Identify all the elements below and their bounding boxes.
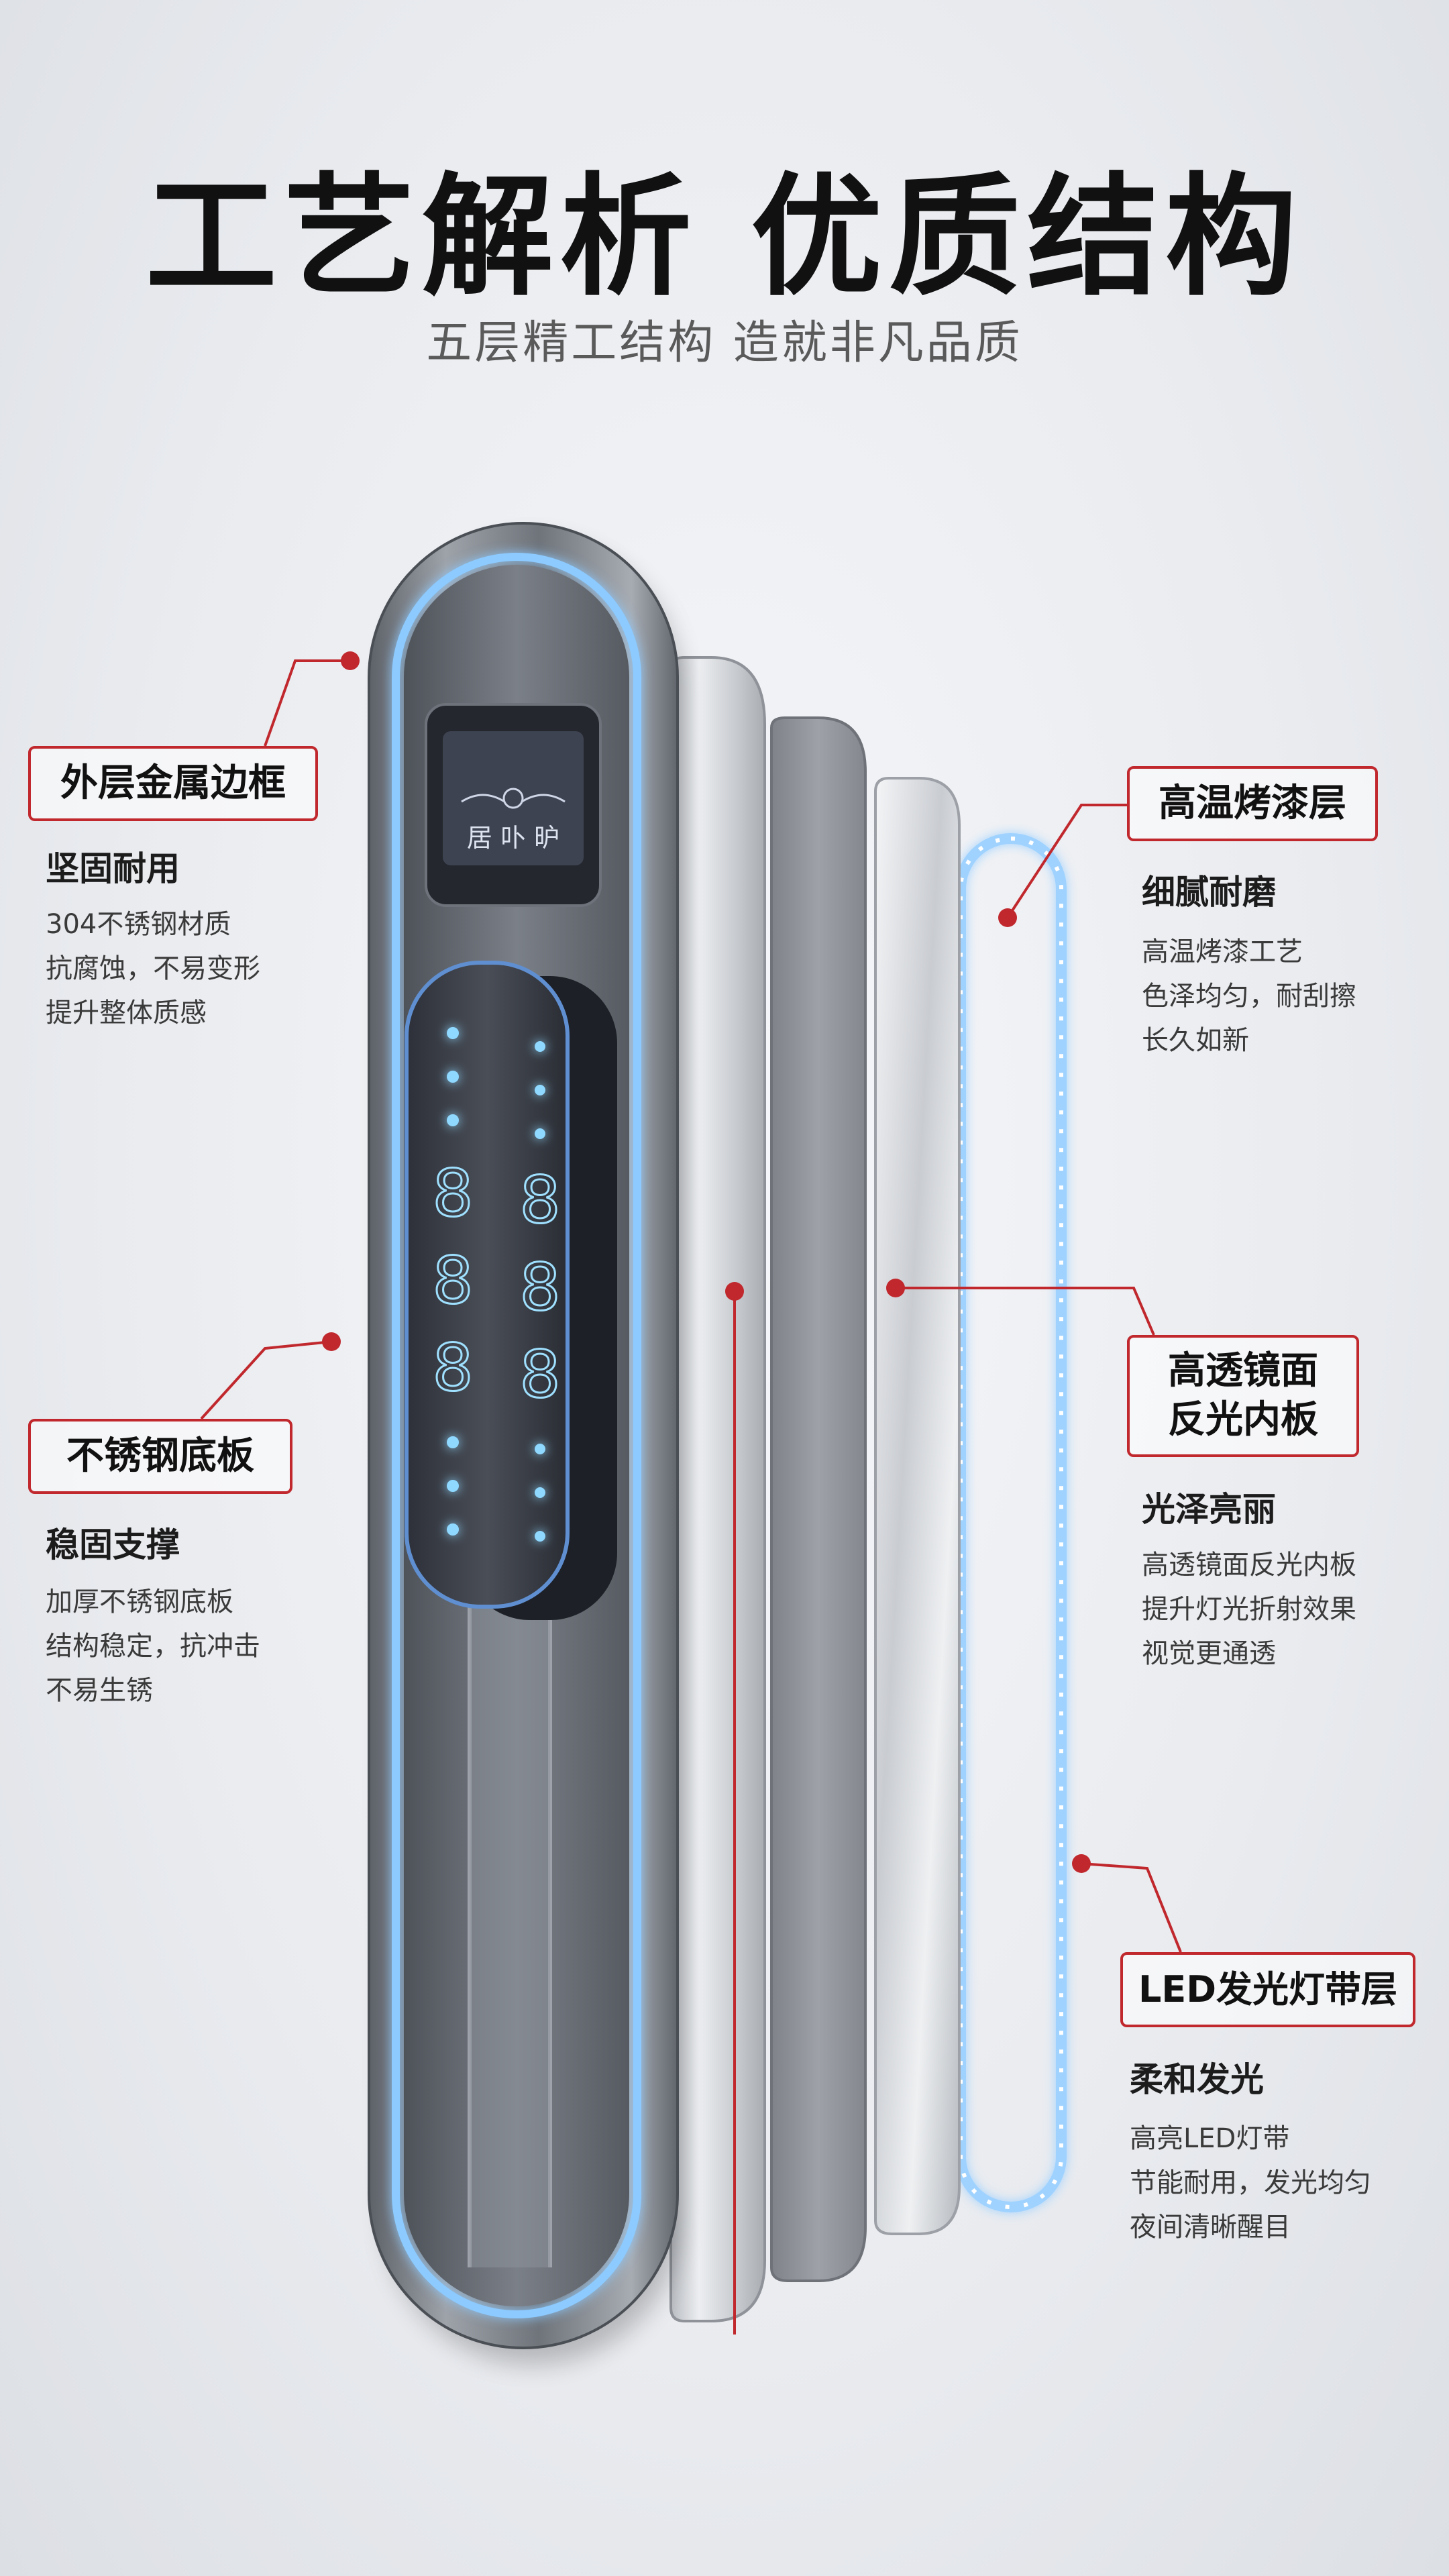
steel-base-layer: [669, 656, 766, 2322]
lock-brand-text: 居 卟 昈: [467, 823, 559, 853]
heading-steel-base: 稳固支撑: [46, 1525, 180, 1564]
keypad-digit: 8: [432, 1156, 473, 1231]
mirror-panel-layer: [874, 777, 961, 2235]
label-baked-paint: 高温烤漆层: [1127, 766, 1378, 841]
label-led-strip: LED发光灯带层: [1120, 1952, 1415, 2027]
page-title: 工艺解析 优质结构: [145, 161, 1304, 314]
desc-led-strip: 高亮LED灯带 节能耐用，发光均匀 夜间清晰醒目: [1130, 2123, 1371, 2243]
heading-baked-paint: 细腻耐磨: [1142, 873, 1276, 912]
heading-led-strip: 柔和发光: [1130, 2060, 1264, 2099]
desc-mirror-panel: 高透镜面反光内板 提升灯光折射效果 视觉更通透: [1142, 1550, 1356, 1669]
label-outer-metal-frame: 外层金属边框: [28, 746, 318, 821]
keypad-digit: 8: [432, 1330, 473, 1405]
label-mirror-panel: 高透镜面 反光内板: [1127, 1335, 1359, 1457]
keypad-digit: 8: [519, 1250, 560, 1325]
callout-lines: [200, 659, 1182, 2334]
heading-outer-metal-frame: 坚固耐用: [46, 849, 180, 888]
baked-paint-layer: [770, 716, 867, 2282]
desc-steel-base: 加厚不锈钢底板 结构稳定，抗冲击 不易生锈: [46, 1587, 260, 1706]
lock-display: [425, 703, 602, 907]
keypad-digit: 8: [432, 1243, 473, 1318]
heading-mirror-panel: 光泽亮丽: [1142, 1490, 1276, 1529]
desc-baked-paint: 高温烤漆工艺 色泽均匀，耐刮擦 长久如新: [1142, 936, 1356, 1056]
page-subtitle: 五层精工结构 造就非凡品质: [426, 317, 1023, 370]
keypad-digit: 8: [519, 1163, 560, 1238]
desc-outer-metal-frame: 304不锈钢材质 抗腐蚀，不易变形 提升整体质感: [46, 909, 260, 1028]
keypad-handle: [405, 961, 617, 1620]
label-steel-base: 不锈钢底板: [28, 1419, 292, 1494]
keypad-digit: 8: [519, 1337, 560, 1412]
led-strip-layer: [955, 833, 1067, 2212]
callout-dots: [322, 651, 1091, 1873]
